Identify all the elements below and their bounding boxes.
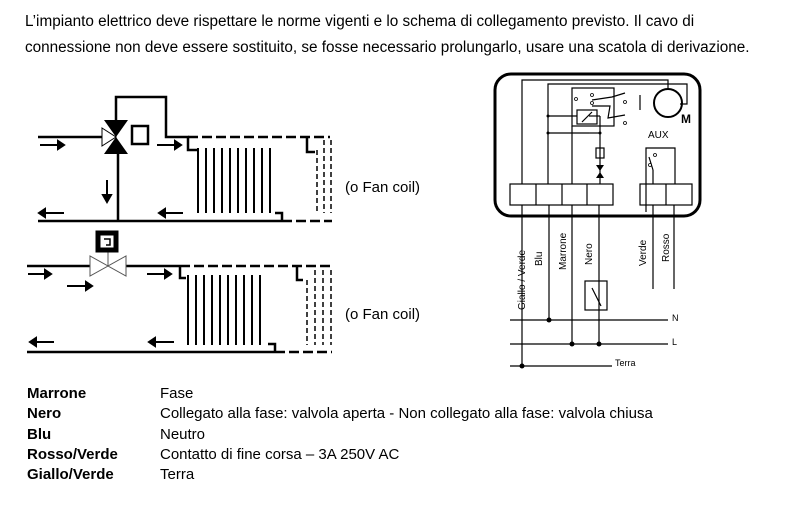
legend-color: Giallo/Verde (27, 466, 114, 484)
relay-coil-icon (576, 109, 598, 125)
legend-row: Nero Collegato alla fase: valvola aperta … (27, 404, 653, 424)
intro-paragraph: L’impianto elettrico deve rispettare le … (25, 13, 750, 56)
legend-color: Nero (27, 405, 62, 423)
legend-color: Blu (27, 425, 52, 443)
three-way-valve-icon (101, 120, 128, 154)
wire-label-blu: Blu (534, 251, 545, 266)
legend-meaning: Neutro (160, 425, 206, 443)
legend-meaning: Fase (160, 385, 194, 402)
fan-coil-label: (o Fan coil) (345, 306, 421, 323)
two-way-valve-icon (89, 230, 127, 277)
aux-label: AUX (648, 130, 669, 141)
diode-icon (596, 165, 604, 171)
line-label-l: L (672, 337, 678, 347)
aux-terminal-block (639, 183, 693, 206)
fan-coil-icon (306, 140, 332, 345)
wire-label-rosso: Rosso (661, 233, 672, 262)
legend-row: Rosso/Verde Contatto di fine corsa – 3A 2… (27, 445, 653, 465)
line-label-n: N (672, 313, 679, 323)
actuator-housing (493, 72, 702, 218)
fan-coil-label: (o Fan coil) (345, 179, 421, 196)
aux-switch-icon (648, 156, 654, 171)
wire-legend: Marrone Fase Nero Collegato alla fase: val… (27, 384, 653, 485)
legend-meaning: Contatto di fine corsa – 3A 250V AC (160, 445, 400, 463)
external-switch-icon (584, 280, 608, 311)
line-label-earth: Terra (615, 358, 636, 368)
legend-meaning: Collegato alla fase: valvola aperta - No… (160, 405, 653, 423)
motor-icon (653, 88, 683, 118)
wire-label-giallo-verde: Giallo / Verde (517, 249, 528, 310)
legend-color: Rosso/Verde (27, 445, 118, 463)
wire-label-nero: Nero (584, 243, 595, 265)
terminal-block (509, 183, 614, 206)
legend-row: Blu Neutro (27, 425, 653, 445)
motor-label: M (681, 112, 691, 126)
wire-label-marrone: Marrone (558, 232, 569, 270)
radiator-icon (187, 148, 271, 345)
legend-meaning: Terra (160, 466, 195, 484)
flow-arrows (28, 139, 183, 348)
wire-label-verde: Verde (638, 239, 649, 266)
resistor-icon (595, 147, 605, 159)
legend-color: Marrone (27, 385, 87, 402)
legend-row: Marrone Fase (27, 384, 653, 404)
legend-row: Giallo/Verde Terra (27, 465, 653, 485)
hydraulic-diagram (27, 95, 332, 354)
